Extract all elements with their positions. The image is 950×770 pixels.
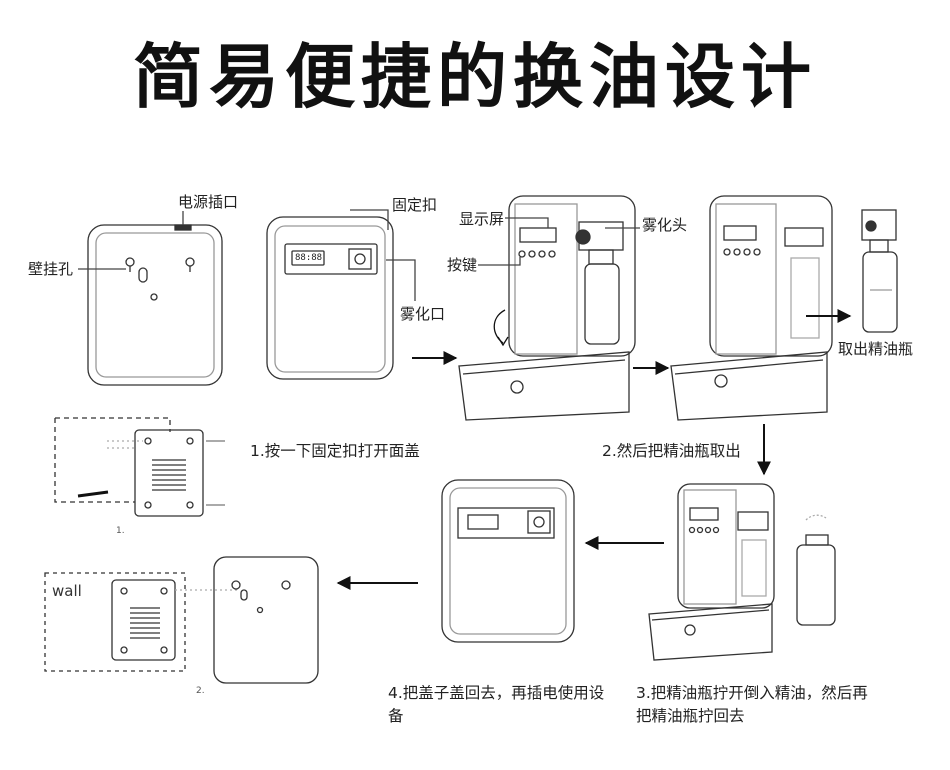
- wall-label: wall: [52, 582, 82, 600]
- atomizer-head-label: 雾化头: [642, 216, 688, 234]
- device-opened-empty: [670, 195, 852, 421]
- lock-clip-label: 固定扣: [392, 196, 438, 214]
- step-3-text: 3.把精油瓶拧开倒入精油，然后再把精油瓶拧回去: [636, 684, 868, 725]
- step-4-text: 4.把盖子盖回去，再插电使用设备: [388, 684, 605, 725]
- remove-bottle-label: 取出精油瓶: [838, 340, 914, 358]
- display-label: 显示屏: [459, 210, 505, 228]
- device-back-view: [78, 211, 223, 386]
- wall-hole-label: 壁挂孔: [28, 260, 74, 278]
- figure-2-number: 2.: [196, 686, 205, 696]
- device-front-view: [266, 209, 416, 380]
- oil-bottle-removed: [861, 209, 898, 333]
- refill-bottle: [796, 514, 836, 626]
- step-1-text: 1.按一下固定扣打开面盖: [250, 442, 420, 460]
- step-2-text: 2.然后把精油瓶取出: [602, 442, 741, 460]
- display-clock: 88:88: [295, 253, 323, 263]
- mist-outlet-label: 雾化口: [400, 305, 446, 323]
- buttons-label: 按键: [447, 256, 478, 274]
- wall-mount-diagram-2: [44, 556, 319, 684]
- device-closed: [441, 479, 575, 643]
- power-socket-label: 电源插口: [178, 193, 239, 211]
- wall-mount-diagram-1: [54, 417, 225, 517]
- figure-1-number: 1.: [116, 526, 125, 536]
- device-opened: [458, 195, 640, 421]
- page-title: 简易便捷的换油设计: [133, 36, 817, 118]
- device-refill: [648, 483, 775, 661]
